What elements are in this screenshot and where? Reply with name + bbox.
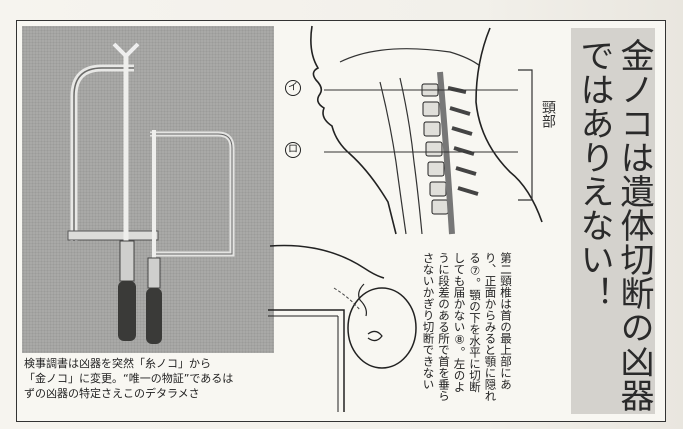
chin-outline (358, 283, 367, 317)
body-line: る⑦。顎の下を水平に切断 (468, 252, 482, 393)
body-line: うに段差のある所で首を垂ら (437, 252, 451, 402)
neck-label: 頸部 (540, 100, 556, 128)
marker-i: イ (285, 80, 301, 96)
small-saw-frame (150, 131, 235, 257)
shoulder-outline (269, 244, 385, 279)
body-line: り、正面からみると顎に隠れ (483, 252, 498, 402)
airway-line (379, 81, 407, 235)
small-saw-frame-edge (150, 133, 233, 255)
body-line: さないかぎり切断できない (421, 252, 436, 390)
vertebra (423, 121, 441, 137)
body-line: しても届かない⑧。左のよ (452, 252, 467, 393)
head-over-ledge-diagram (268, 244, 417, 412)
caption-line: ずの凶器の特定さえこのデタラメさ (24, 387, 200, 400)
skull-base-line (339, 48, 481, 67)
neck-back-outline (475, 27, 543, 223)
wing-nut (112, 42, 140, 59)
big-saw-handle (118, 281, 136, 341)
ledge-outline (268, 309, 345, 412)
big-saw-bottom-bar (67, 230, 159, 241)
neck-cross-section-diagram (310, 25, 543, 235)
headline-line-1: 金ノコは遺体切断の凶器 (614, 38, 654, 412)
face-profile (310, 25, 397, 235)
vertebra (422, 101, 440, 117)
vertebra (431, 199, 449, 215)
neck-bracket (518, 69, 533, 201)
vertebra (427, 161, 445, 177)
ear (367, 330, 383, 342)
saw-illustration (67, 42, 235, 344)
neck-curve (333, 287, 361, 311)
body-line: 第二頸椎は首の最上部にあ (499, 252, 513, 390)
small-saw-ferrule (147, 257, 161, 289)
vertebra (425, 141, 443, 157)
headline-box: 金ノコは遺体切断の凶器 ではありえない！ (571, 28, 655, 414)
head-outline (347, 287, 417, 369)
vertebra (429, 181, 447, 197)
spinous-processes (447, 86, 479, 196)
photo-caption: 検事調書は凶器を突然「糸ノコ」から 「金ノコ」に変更。“唯一の物証”であるは ず… (24, 356, 274, 401)
marker-ro: ロ (285, 142, 301, 158)
small-saw-handle (146, 288, 162, 344)
caption-line: 「金ノコ」に変更。“唯一の物証”であるは (24, 372, 234, 385)
caption-line: 検事調書は凶器を突然「糸ノコ」から (24, 357, 211, 370)
big-saw-ferrule (119, 240, 135, 282)
headline-line-2: ではありえない！ (574, 38, 614, 310)
airway-line-back (399, 77, 423, 235)
body-text: 第二頸椎は首の最上部にあ り、正面からみると顎に隠れ る⑦。顎の下を水平に切断 … (420, 252, 514, 412)
saw-photo (22, 26, 274, 353)
big-saw-frame-edge (73, 67, 134, 241)
spinal-cord (437, 71, 455, 235)
